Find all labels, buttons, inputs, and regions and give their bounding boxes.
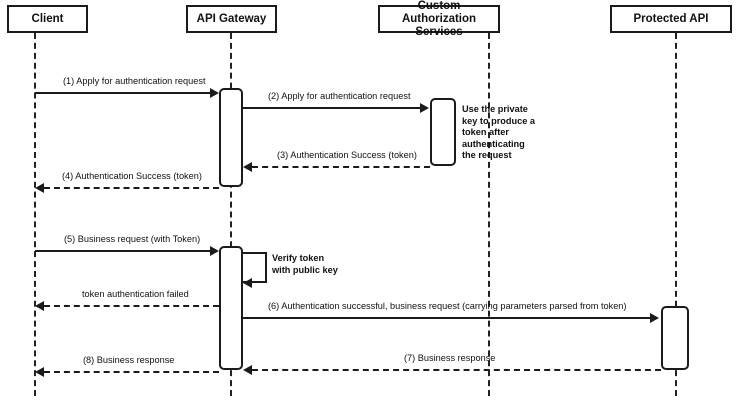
- participant-protected-api-label: Protected API: [633, 12, 709, 25]
- message-3-label: (3) Authentication Success (token): [277, 150, 417, 160]
- message-1-line: [35, 92, 213, 94]
- participant-api-gateway-label: API Gateway: [196, 12, 267, 25]
- message-2-label: (2) Apply for authentication request: [268, 91, 411, 101]
- message-4-line: [44, 187, 219, 189]
- message-1-arrowhead: [210, 88, 219, 98]
- self-message-arrowhead: [243, 278, 252, 288]
- participant-client[interactable]: Client: [7, 5, 88, 33]
- message-token-auth-failed-line: [44, 305, 219, 307]
- activation-api-gateway-2: [219, 246, 243, 370]
- self-message-bracket: [243, 252, 267, 283]
- message-7-label: (7) Business response: [404, 353, 496, 363]
- message-5-label: (5) Business request (with Token): [64, 234, 201, 244]
- message-7-line: [252, 369, 661, 371]
- message-6-label: (6) Authentication successful, business …: [268, 301, 627, 311]
- message-2-arrowhead: [420, 103, 429, 113]
- activation-custom-authorization-services: [430, 98, 456, 166]
- lifeline-client: [34, 33, 36, 396]
- message-8-line: [44, 371, 219, 373]
- message-5-arrowhead: [210, 246, 219, 256]
- participant-client-label: Client: [31, 12, 64, 25]
- activation-api-gateway-1: [219, 88, 243, 187]
- message-7-arrowhead: [243, 365, 252, 375]
- message-8-label: (8) Business response: [83, 355, 175, 365]
- participant-api-gateway[interactable]: API Gateway: [186, 5, 277, 33]
- message-3-arrowhead: [243, 162, 252, 172]
- message-4-label: (4) Authentication Success (token): [62, 171, 202, 181]
- self-message-label-line1: Verify token: [272, 253, 325, 263]
- message-6-arrowhead: [650, 313, 659, 323]
- activation-protected-api: [661, 306, 689, 370]
- lifeline-custom-authorization-services: [488, 33, 490, 396]
- participant-custom-authorization-services[interactable]: Custom Authorization Services: [378, 0, 500, 38]
- message-8-arrowhead: [35, 367, 44, 377]
- message-4-arrowhead: [35, 183, 44, 193]
- self-message-label-line2: with public key: [272, 265, 338, 275]
- message-token-auth-failed-label: token authentication failed: [82, 289, 189, 299]
- message-token-auth-failed-arrowhead: [35, 301, 44, 311]
- participant-protected-api[interactable]: Protected API: [610, 5, 732, 33]
- message-1-label: (1) Apply for authentication request: [63, 76, 206, 86]
- note-private-key: Use the private key to produce a token a…: [462, 104, 536, 160]
- message-2-line: [243, 107, 421, 109]
- message-3-line: [252, 166, 430, 168]
- participant-custom-authorization-services-label: Custom Authorization Services: [401, 0, 477, 38]
- lifeline-protected-api: [675, 33, 677, 396]
- lifeline-api-gateway: [230, 33, 232, 396]
- message-5-line: [35, 250, 213, 252]
- message-6-line: [243, 317, 650, 319]
